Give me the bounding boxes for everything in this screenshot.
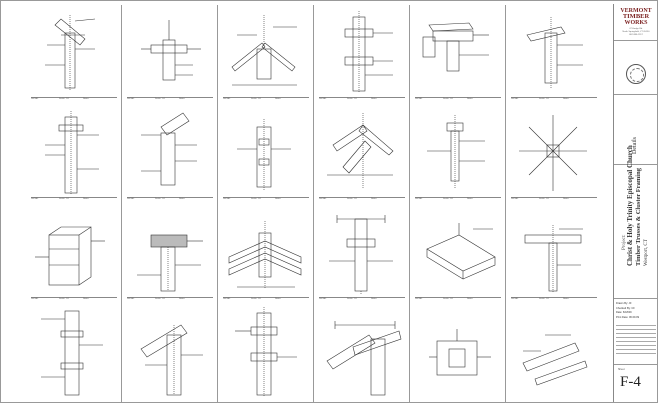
detail-drawing [231,15,297,86]
detail-drawing [45,111,99,195]
detail-drawing [526,17,583,89]
divider [614,40,658,41]
detail-drawing [41,310,103,396]
detail-drawing [326,321,402,396]
detail-drawing [235,307,297,397]
detail-drawing [426,223,496,280]
grid-divider [313,5,314,403]
detail-drawing [140,324,203,396]
detail-drawing [329,215,393,295]
title-block: VERMONT TIMBER WORKS 47 Hodge Rd. North … [613,4,658,402]
detail-drawing [519,115,587,191]
divider [614,94,658,95]
grid-divider [217,5,218,403]
grid-divider [121,5,122,403]
detail-cell [505,305,601,405]
project-name: Christ & Holy Trinity Episcopal Church [626,145,634,266]
detail-drawing [141,112,197,186]
detail-drawing [141,20,201,81]
detail-cell [25,305,121,405]
detail-drawing [327,113,394,189]
detail-drawing [427,115,485,189]
detail-drawing [35,226,105,286]
detail-drawing [522,334,588,386]
detail-cell [313,305,409,405]
detail-drawing [422,22,489,72]
detail-drawing [524,225,583,293]
company-logo: VERMONT TIMBER WORKS [620,8,652,26]
grid-divider [505,5,506,403]
detail-drawing [429,329,491,376]
detail-drawing [228,221,302,289]
project-subtitle: Timber Trusses & Cluster Framing [635,168,642,266]
divider [614,298,658,299]
detail-drawing [344,11,393,93]
detail-drawing [45,15,96,90]
detail-cell [409,305,505,405]
company-address: 47 Hodge Rd. North Springfield, VT 05150… [622,28,650,36]
drawing-info: Drawn By: JF Checked By: CF Date: 6/18/0… [616,302,640,319]
detail-cell [121,305,217,405]
detail-drawing [237,119,291,191]
sheet-number: F-4 [620,374,641,390]
divider [614,164,658,165]
engineer-seal-icon [626,64,646,84]
detail-drawing [137,234,203,292]
detail-cell [217,305,313,405]
sheet-label: Sheet [618,368,625,371]
grid-divider [409,5,410,403]
revision-table [616,322,656,354]
divider [614,364,658,365]
project-location: Westport, CT [644,239,649,266]
